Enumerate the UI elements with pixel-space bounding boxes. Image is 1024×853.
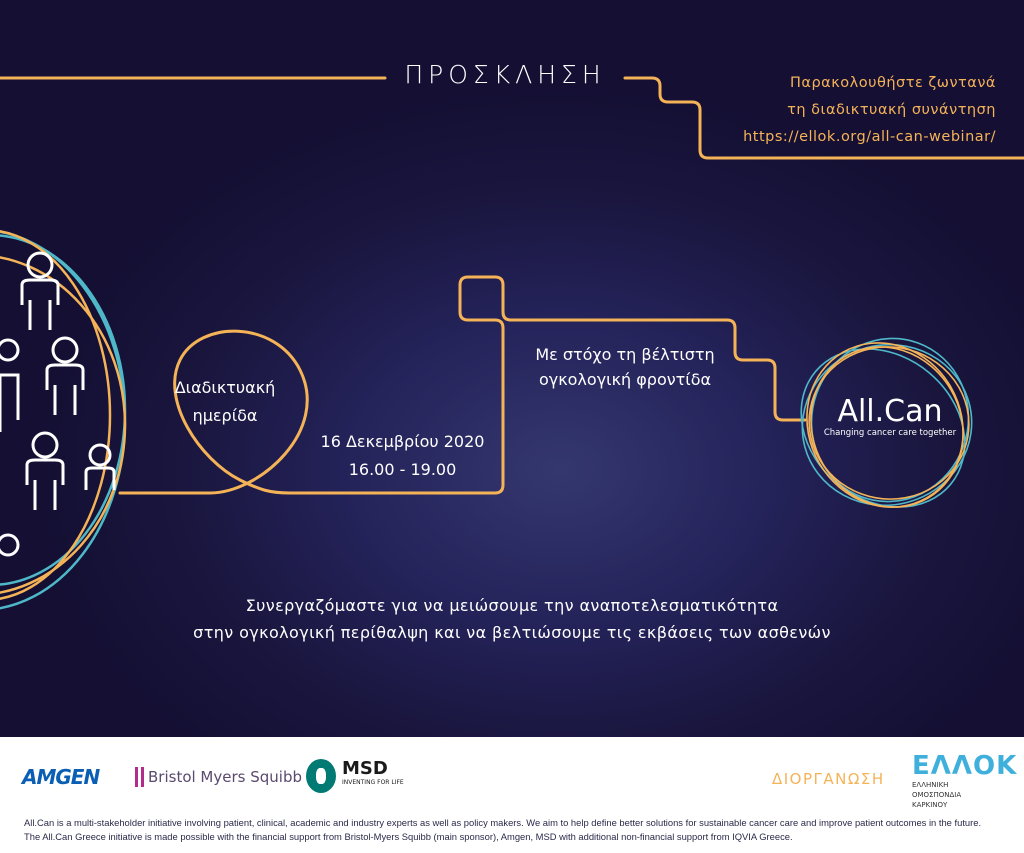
bms-name: Bristol Myers Squibb	[148, 768, 302, 786]
amgen-logo: AMGEN	[22, 765, 100, 789]
ellok-sub-line: ΚΑΡΚΙΝΟΥ	[912, 801, 948, 809]
msd-subtitle: INVENTING FOR LIFE	[342, 779, 404, 786]
allcan-logo-rings	[800, 337, 973, 508]
bms-hand-icon	[135, 767, 144, 787]
title-line-right	[623, 76, 1024, 160]
goal-line: Με στόχο τη βέλτιστη	[535, 345, 715, 364]
watch-line: Παρακολουθήστε ζωντανά	[790, 75, 996, 91]
people-circle-graphic	[0, 230, 127, 610]
event-time: 16.00 - 19.00	[348, 460, 457, 479]
disclaimer-line: The All.Can Greece initiative is made po…	[24, 831, 793, 842]
ellok-subtitle: ΕΛΛΗΝΙΚΗ ΟΜΟΣΠΟΝΔΙΑ ΚΑΡΚΙΝΟΥ	[912, 780, 1017, 810]
event-date: 16 Δεκεμβρίου 2020	[320, 432, 485, 451]
mission-line: Συνεργαζόμαστε για να μειώσουμε την αναπ…	[245, 596, 779, 615]
path-loop-line	[118, 275, 807, 495]
msd-name: MSD	[342, 758, 388, 779]
event-type-line: ημερίδα	[192, 406, 258, 425]
event-goal: Με στόχο τη βέλτιστη ογκολογική φροντίδα	[505, 342, 745, 392]
disclaimer-line: All.Can is a multi-stakeholder initiativ…	[24, 817, 982, 828]
event-type-line: Διαδικτυακή	[174, 378, 276, 397]
allcan-logo: All.Can Changing cancer care together	[800, 394, 980, 439]
mission-line: στην ογκολογική περίθαλψη και να βελτιώσ…	[193, 623, 831, 642]
invitation-poster: ΠΡΟΣΚΛΗΣΗ Παρακολουθήστε ζωντανά τη διαδ…	[0, 0, 1024, 737]
decorative-lines	[0, 76, 1024, 610]
event-datetime: 16 Δεκεμβρίου 2020 16.00 - 19.00	[300, 428, 505, 484]
disclaimer: All.Can is a multi-stakeholder initiativ…	[24, 816, 981, 844]
allcan-logo-name: All.Can	[837, 394, 943, 429]
invitation-title: ΠΡΟΣΚΛΗΣΗ	[404, 60, 606, 89]
bms-logo: Bristol Myers Squibb	[135, 767, 302, 787]
webinar-link[interactable]: https://ellok.org/all-can-webinar/	[743, 129, 996, 145]
organizer-label: ΔΙΟΡΓΑΝΩΣΗ	[772, 770, 885, 788]
event-type: Διαδικτυακή ημερίδα	[165, 374, 285, 430]
msd-icon	[306, 759, 336, 793]
watch-line: τη διαδικτυακή συνάντηση	[787, 102, 996, 118]
ellok-sub-line: ΕΛΛΗΝΙΚΗ	[912, 781, 949, 789]
goal-line: ογκολογική φροντίδα	[538, 370, 712, 389]
ellok-sub-line: ΟΜΟΣΠΟΝΔΙΑ	[912, 791, 962, 799]
allcan-logo-tagline: Changing cancer care together	[823, 428, 957, 438]
ellok-name: ΕΛΛΟΚ	[912, 751, 1018, 781]
ellok-logo: ΕΛΛΟΚ ΕΛΛΗΝΙΚΗ ΟΜΟΣΠΟΝΔΙΑ ΚΑΡΚΙΝΟΥ	[912, 752, 1017, 810]
watch-live-info: Παρακολουθήστε ζωντανά τη διαδικτυακή συ…	[743, 70, 996, 151]
mission-statement: Συνεργαζόμαστε για να μειώσουμε την αναπ…	[0, 592, 1024, 646]
